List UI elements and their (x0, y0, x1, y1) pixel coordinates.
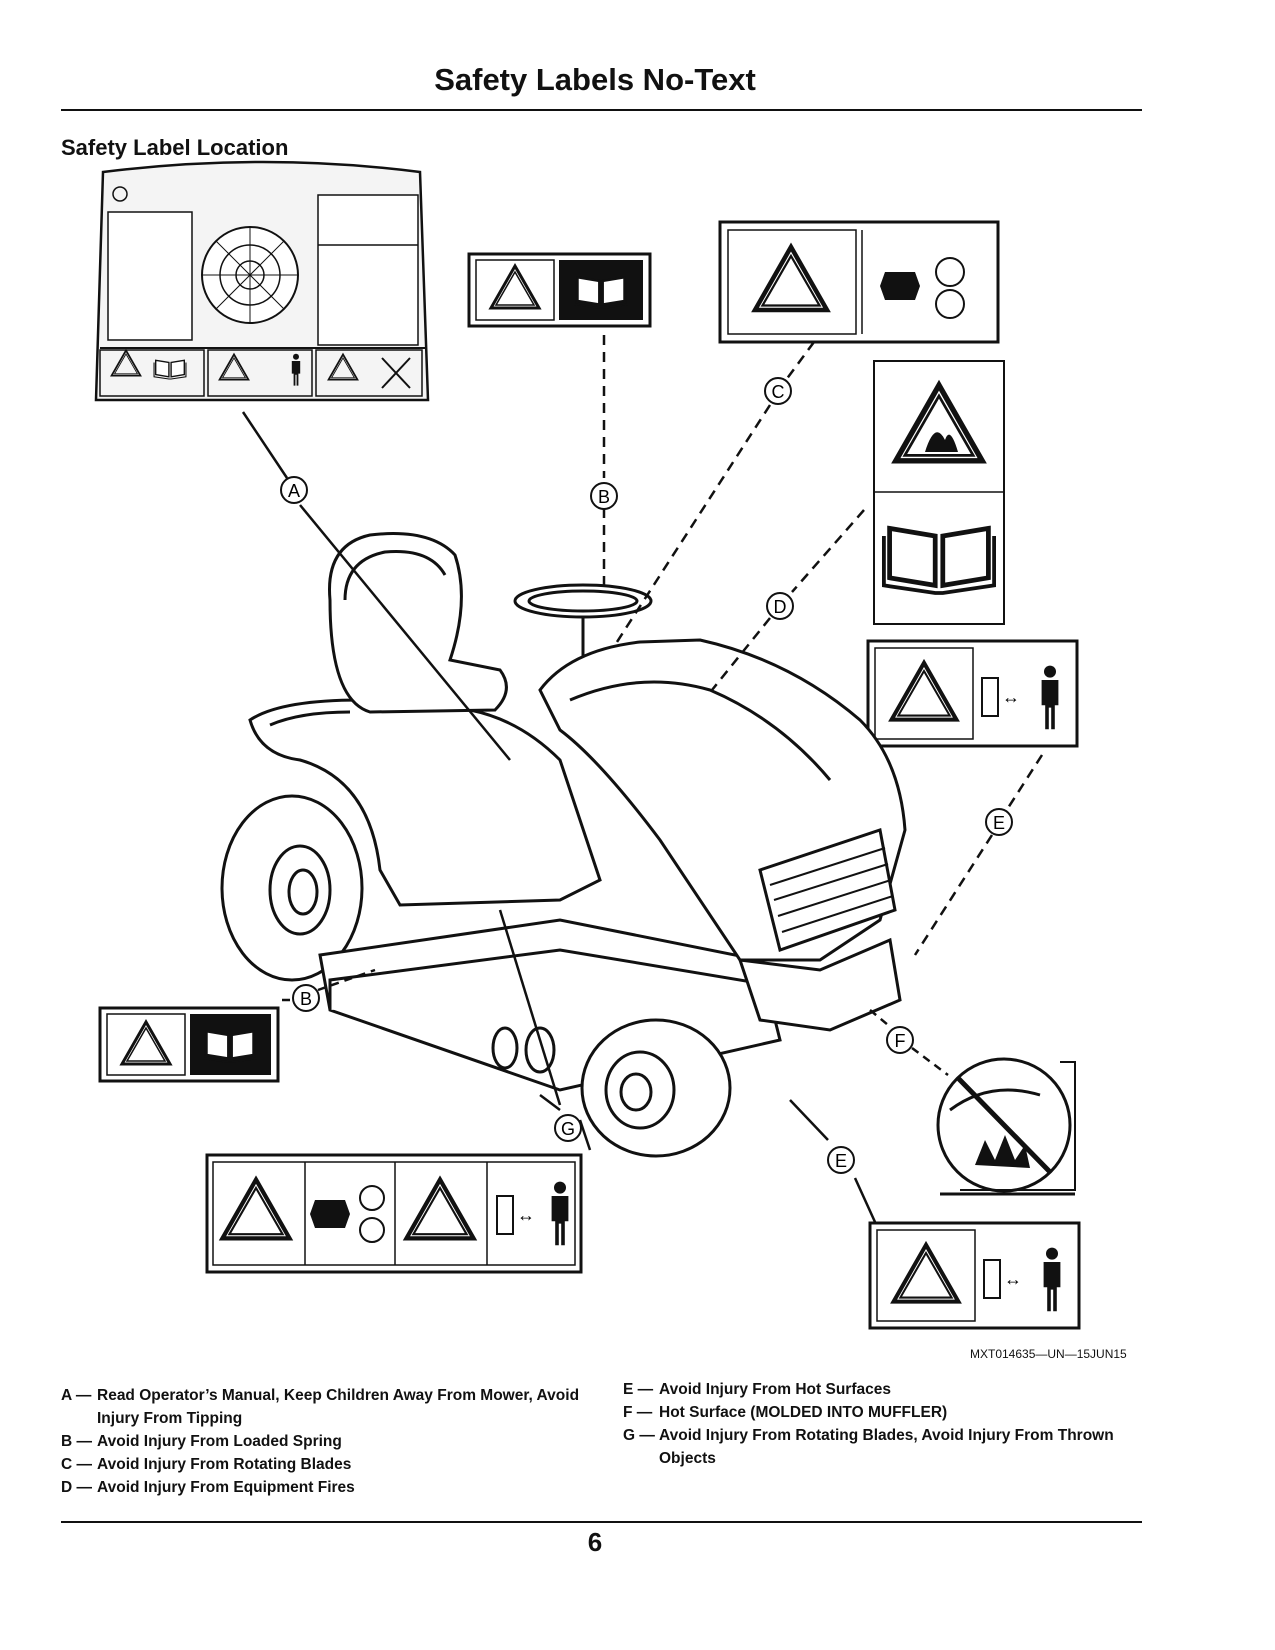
label-b-top (467, 252, 652, 328)
legend-text: Avoid Injury From Equipment Fires (97, 1479, 355, 1496)
legend-item-a: A — Read Operator’s Manual, Keep Childre… (61, 1384, 601, 1430)
legend-text: Avoid Injury From Rotating Blades (97, 1456, 352, 1473)
callout-b-top: B (590, 482, 618, 510)
svg-text:↔: ↔ (517, 1205, 535, 1225)
legend-item-c: C — Avoid Injury From Rotating Blades (61, 1453, 601, 1476)
legend-text: Read Operator’s Manual, Keep Children Aw… (97, 1387, 580, 1427)
svg-text:E: E (993, 813, 1005, 833)
label-f-muffler (936, 1057, 1076, 1196)
section-heading: Safety Label Location (61, 135, 289, 160)
callout-e-bottom: E (827, 1146, 855, 1174)
title-divider (61, 109, 1142, 111)
svg-text:D: D (774, 597, 787, 617)
svg-text:C: C (772, 382, 785, 402)
footer-divider (61, 1521, 1142, 1523)
legend-key: B — (61, 1433, 92, 1450)
legend-text: Avoid Injury From Loaded Spring (97, 1433, 342, 1450)
legend-key: D — (61, 1479, 92, 1496)
legend-item-b: B — Avoid Injury From Loaded Spring (61, 1430, 601, 1453)
label-d (873, 360, 1005, 625)
callouts: A B B C D E E F G (280, 377, 1013, 1174)
label-g: ↔ (205, 1153, 583, 1274)
page-number: 6 (587, 1527, 603, 1557)
callout-b-bottom: B (292, 984, 320, 1012)
legend-key: E — (623, 1381, 654, 1398)
svg-text:B: B (300, 989, 312, 1009)
svg-text:G: G (561, 1119, 575, 1139)
legend-text: Hot Surface (MOLDED INTO MUFFLER) (659, 1404, 948, 1421)
legend-key: F — (623, 1404, 653, 1421)
leader-lines (241, 335, 1044, 1223)
legend-item-f: F — Hot Surface (MOLDED INTO MUFFLER) (623, 1401, 1143, 1424)
cutting-height-dial-icon (201, 226, 299, 324)
legend-left: A — Read Operator’s Manual, Keep Childre… (61, 1384, 601, 1499)
callout-f: F (886, 1026, 914, 1054)
svg-text:↔: ↔ (1002, 687, 1020, 707)
label-c (718, 220, 1000, 344)
legend-key: A — (61, 1387, 92, 1404)
label-b-bottom (98, 1006, 280, 1083)
callout-g: G (554, 1114, 582, 1142)
svg-text:↔: ↔ (1004, 1269, 1022, 1289)
page-title: Safety Labels No-Text (434, 62, 756, 97)
label-a-dashboard-panel (94, 160, 430, 402)
label-e-bottom: ↔ (868, 1221, 1081, 1330)
legend-item-g: G — Avoid Injury From Rotating Blades, A… (623, 1424, 1143, 1470)
label-e-top: ↔ (866, 639, 1079, 748)
figure-id: MXT014635—UN—15JUN15 (970, 1347, 1127, 1361)
callout-a: A (280, 476, 308, 504)
callout-d: D (766, 592, 794, 620)
legend-key: G — (623, 1427, 655, 1444)
svg-text:A: A (288, 481, 300, 501)
svg-text:F: F (895, 1031, 906, 1051)
svg-text:B: B (598, 487, 610, 507)
lawn-tractor-illustration (220, 532, 907, 1158)
legend-key: C — (61, 1456, 92, 1473)
legend-right: E — Avoid Injury From Hot Surfaces F — H… (623, 1378, 1143, 1470)
legend-item-e: E — Avoid Injury From Hot Surfaces (623, 1378, 1143, 1401)
callout-e-top: E (985, 808, 1013, 836)
callout-c: C (764, 377, 792, 405)
legend-text: Avoid Injury From Rotating Blades, Avoid… (659, 1427, 1114, 1467)
legend-item-d: D — Avoid Injury From Equipment Fires (61, 1476, 601, 1499)
svg-text:E: E (835, 1151, 847, 1171)
legend-text: Avoid Injury From Hot Surfaces (659, 1381, 891, 1398)
